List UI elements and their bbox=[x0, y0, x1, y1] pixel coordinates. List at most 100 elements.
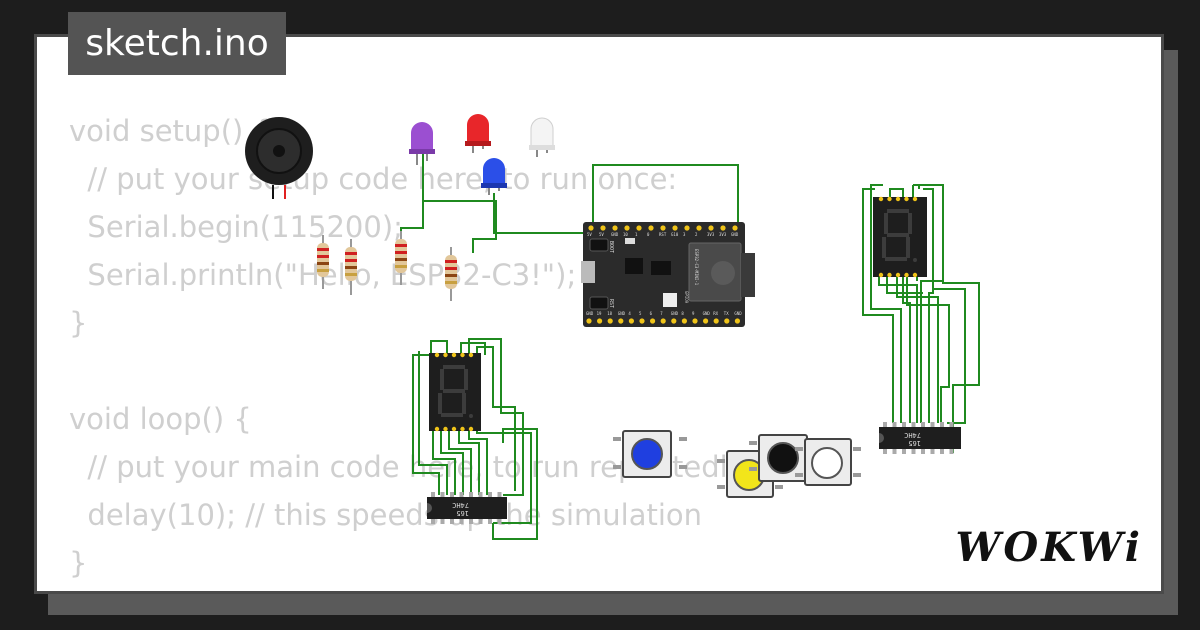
boot-label: BOOT bbox=[608, 241, 614, 253]
pin[interactable] bbox=[460, 352, 465, 358]
pin[interactable] bbox=[904, 196, 909, 202]
pin[interactable] bbox=[895, 196, 901, 202]
pin[interactable] bbox=[878, 272, 884, 278]
pushbutton-black[interactable] bbox=[749, 434, 817, 482]
pin[interactable] bbox=[696, 225, 702, 231]
pin bbox=[469, 519, 473, 524]
pin[interactable] bbox=[660, 225, 666, 231]
pin[interactable] bbox=[460, 426, 465, 432]
rst-button[interactable] bbox=[589, 296, 609, 310]
pin[interactable] bbox=[600, 225, 606, 231]
led-purple-icon[interactable] bbox=[409, 122, 435, 165]
pin[interactable] bbox=[684, 225, 690, 231]
led-blue-icon[interactable] bbox=[481, 158, 507, 195]
pin-label: 8 bbox=[681, 311, 684, 316]
pin[interactable] bbox=[708, 225, 714, 231]
pin-label: 4 bbox=[628, 311, 631, 316]
pin-label: 10 bbox=[623, 232, 628, 237]
pin[interactable] bbox=[468, 426, 474, 432]
pin bbox=[930, 449, 935, 454]
pin bbox=[488, 492, 492, 497]
code-line: } bbox=[69, 546, 88, 580]
pin[interactable] bbox=[648, 225, 654, 231]
pin-label: GND bbox=[611, 232, 619, 237]
pin[interactable] bbox=[650, 318, 656, 324]
pushbutton-white[interactable] bbox=[795, 438, 861, 486]
file-tab[interactable]: sketch.ino bbox=[68, 12, 286, 75]
pin-label: 3V3 bbox=[719, 232, 727, 237]
pin[interactable] bbox=[912, 196, 918, 202]
pin[interactable] bbox=[734, 318, 741, 324]
resistor-icon[interactable] bbox=[395, 231, 407, 285]
led-red-icon[interactable] bbox=[465, 114, 491, 153]
pin[interactable] bbox=[912, 272, 918, 278]
pin[interactable] bbox=[434, 352, 440, 358]
pin[interactable] bbox=[672, 225, 678, 231]
pin-label: GND bbox=[734, 311, 742, 316]
pin[interactable] bbox=[887, 272, 892, 278]
pin[interactable] bbox=[451, 426, 457, 432]
resistor-icon[interactable] bbox=[317, 235, 329, 289]
pin bbox=[478, 519, 483, 524]
code-line: } bbox=[69, 306, 88, 340]
pin[interactable] bbox=[660, 318, 666, 324]
pin bbox=[431, 492, 435, 497]
shift-register-chip[interactable]: 74HC 165 bbox=[427, 492, 507, 524]
pin[interactable] bbox=[588, 225, 594, 231]
pin[interactable] bbox=[597, 318, 603, 324]
pin[interactable] bbox=[624, 225, 630, 231]
pin[interactable] bbox=[639, 318, 645, 324]
pin-label: GND bbox=[703, 311, 711, 316]
pin[interactable] bbox=[636, 225, 642, 231]
pin[interactable] bbox=[451, 352, 457, 358]
pin-label: 0 bbox=[647, 232, 650, 237]
pin[interactable] bbox=[713, 318, 719, 324]
pin[interactable] bbox=[895, 272, 901, 278]
pin[interactable] bbox=[724, 318, 730, 324]
pin-label: 5V bbox=[599, 232, 604, 237]
pin[interactable] bbox=[612, 225, 618, 231]
pin bbox=[488, 519, 492, 524]
chip-label: 165 bbox=[908, 439, 921, 447]
pin[interactable] bbox=[703, 318, 709, 324]
project-card[interactable]: void setup() { // put your setup code he… bbox=[34, 34, 1164, 594]
seven-segment-display[interactable] bbox=[873, 196, 927, 278]
pin-label: RST bbox=[659, 232, 667, 237]
pin[interactable] bbox=[468, 352, 474, 358]
pin[interactable] bbox=[586, 318, 592, 324]
resistor-icon[interactable] bbox=[345, 239, 357, 295]
pin bbox=[921, 422, 925, 427]
resistor-icon[interactable] bbox=[445, 247, 457, 301]
regulator-icon bbox=[651, 261, 671, 275]
buzzer-icon[interactable] bbox=[245, 117, 313, 199]
pin[interactable] bbox=[878, 196, 884, 202]
pin[interactable] bbox=[692, 318, 698, 324]
pin bbox=[459, 519, 464, 524]
boot-button[interactable] bbox=[589, 238, 609, 252]
pin[interactable] bbox=[443, 426, 448, 432]
seven-segment-display[interactable] bbox=[429, 352, 481, 432]
shift-register-chip[interactable]: 74HC 165 bbox=[879, 422, 961, 454]
display-pins bbox=[878, 196, 918, 278]
pin[interactable] bbox=[681, 318, 688, 324]
code-preview: void setup() { // put your setup code he… bbox=[69, 107, 753, 587]
pin bbox=[497, 492, 502, 497]
pin[interactable] bbox=[671, 318, 677, 324]
pin[interactable] bbox=[607, 318, 613, 324]
pin[interactable] bbox=[618, 318, 624, 324]
wokwi-logo[interactable]: WOKWi bbox=[955, 524, 1143, 571]
pin[interactable] bbox=[434, 426, 440, 432]
pin[interactable] bbox=[720, 225, 726, 231]
pin bbox=[497, 519, 502, 524]
pin[interactable] bbox=[732, 225, 738, 231]
pin[interactable] bbox=[628, 318, 635, 324]
pin[interactable] bbox=[887, 196, 892, 202]
led-white-icon[interactable] bbox=[529, 117, 555, 157]
pin-label: RX bbox=[713, 311, 718, 316]
pin[interactable] bbox=[904, 272, 909, 278]
pin-label: GND bbox=[671, 311, 679, 316]
pin[interactable] bbox=[443, 352, 448, 358]
pushbutton-blue[interactable] bbox=[613, 430, 687, 478]
